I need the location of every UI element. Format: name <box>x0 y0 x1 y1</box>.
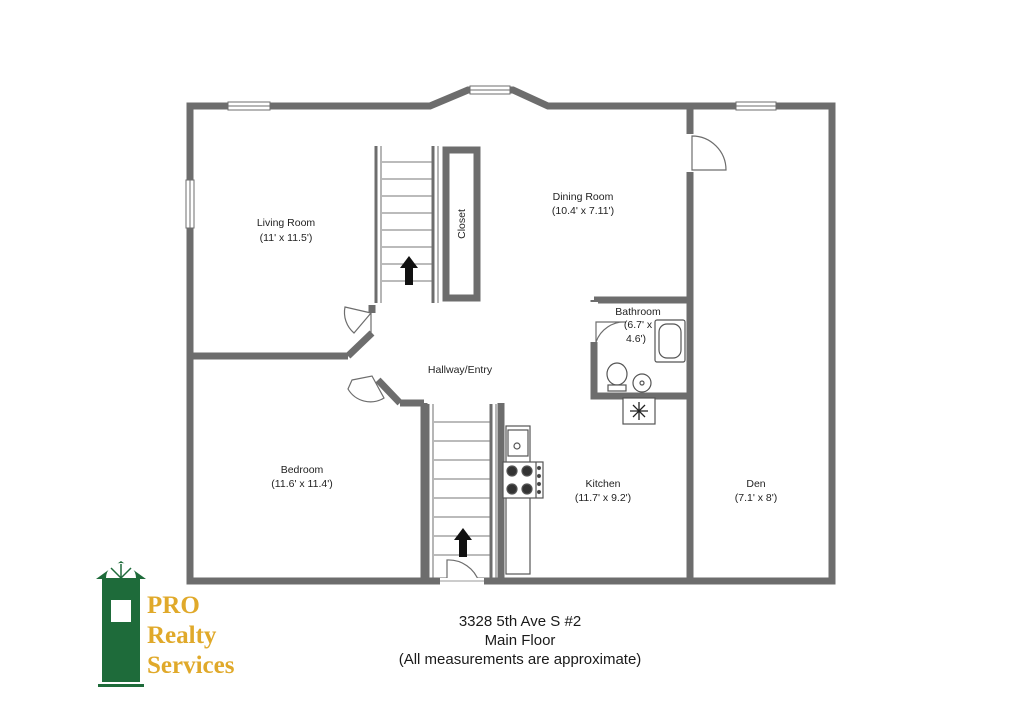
living-room-name: Living Room <box>257 217 316 229</box>
door-bedroom-icon <box>347 375 385 403</box>
door-den-icon <box>691 135 727 171</box>
den-size: (7.1' x 8') <box>735 492 778 504</box>
door-bathroom-icon <box>595 321 627 343</box>
kitchen-size: (11.7' x 9.2') <box>575 492 631 504</box>
bedroom-name: Bedroom <box>281 464 324 476</box>
logo-line-1: PRO <box>147 592 200 619</box>
upper-stairs-arrow-icon <box>400 256 418 285</box>
hvac-unit-icon <box>622 397 656 425</box>
closet-label: Closet <box>456 209 468 239</box>
kitchen-fixtures <box>502 425 544 575</box>
living-room-size: (11' x 11.5') <box>260 232 313 244</box>
kitchen-name: Kitchen <box>585 478 620 490</box>
lower-stairs <box>426 404 497 581</box>
hallway-name: Hallway/Entry <box>428 364 493 376</box>
closet <box>442 146 481 302</box>
caption-note: (All measurements are approximate) <box>398 651 642 668</box>
pro-realty-logo: PRO Realty Services <box>96 561 235 687</box>
lower-stairs-arrow-icon <box>454 528 472 557</box>
bedroom-size: (11.6' x 11.4') <box>271 478 332 490</box>
door-living-icon <box>343 306 373 335</box>
floorplan-caption: 3328 5th Ave S #2 Main Floor (All measur… <box>360 612 680 669</box>
bathroom-size-1: (6.7' x <box>624 319 653 331</box>
den-name: Den <box>746 478 765 490</box>
logo-line-3: Services <box>147 652 235 679</box>
kitchen-sink-icon <box>507 429 529 457</box>
caption-address: 3328 5th Ave S #2 <box>458 613 582 630</box>
toilet-icon <box>606 362 628 392</box>
bathroom-fixtures <box>606 319 686 393</box>
dining-room-name: Dining Room <box>553 191 614 203</box>
stove-icon <box>502 461 544 499</box>
sink-icon <box>632 373 652 393</box>
windows <box>185 85 777 229</box>
wall-bedroom-hall <box>375 377 403 406</box>
dining-room-size: (10.4' x 7.11') <box>552 205 614 217</box>
doors <box>343 135 727 583</box>
caption-floor: Main Floor <box>484 632 556 649</box>
bathroom-name: Bathroom <box>615 306 661 318</box>
logo-line-2: Realty <box>147 622 217 649</box>
bathroom-size-2: 4.6') <box>626 333 646 345</box>
wall-diagonal <box>345 330 375 359</box>
